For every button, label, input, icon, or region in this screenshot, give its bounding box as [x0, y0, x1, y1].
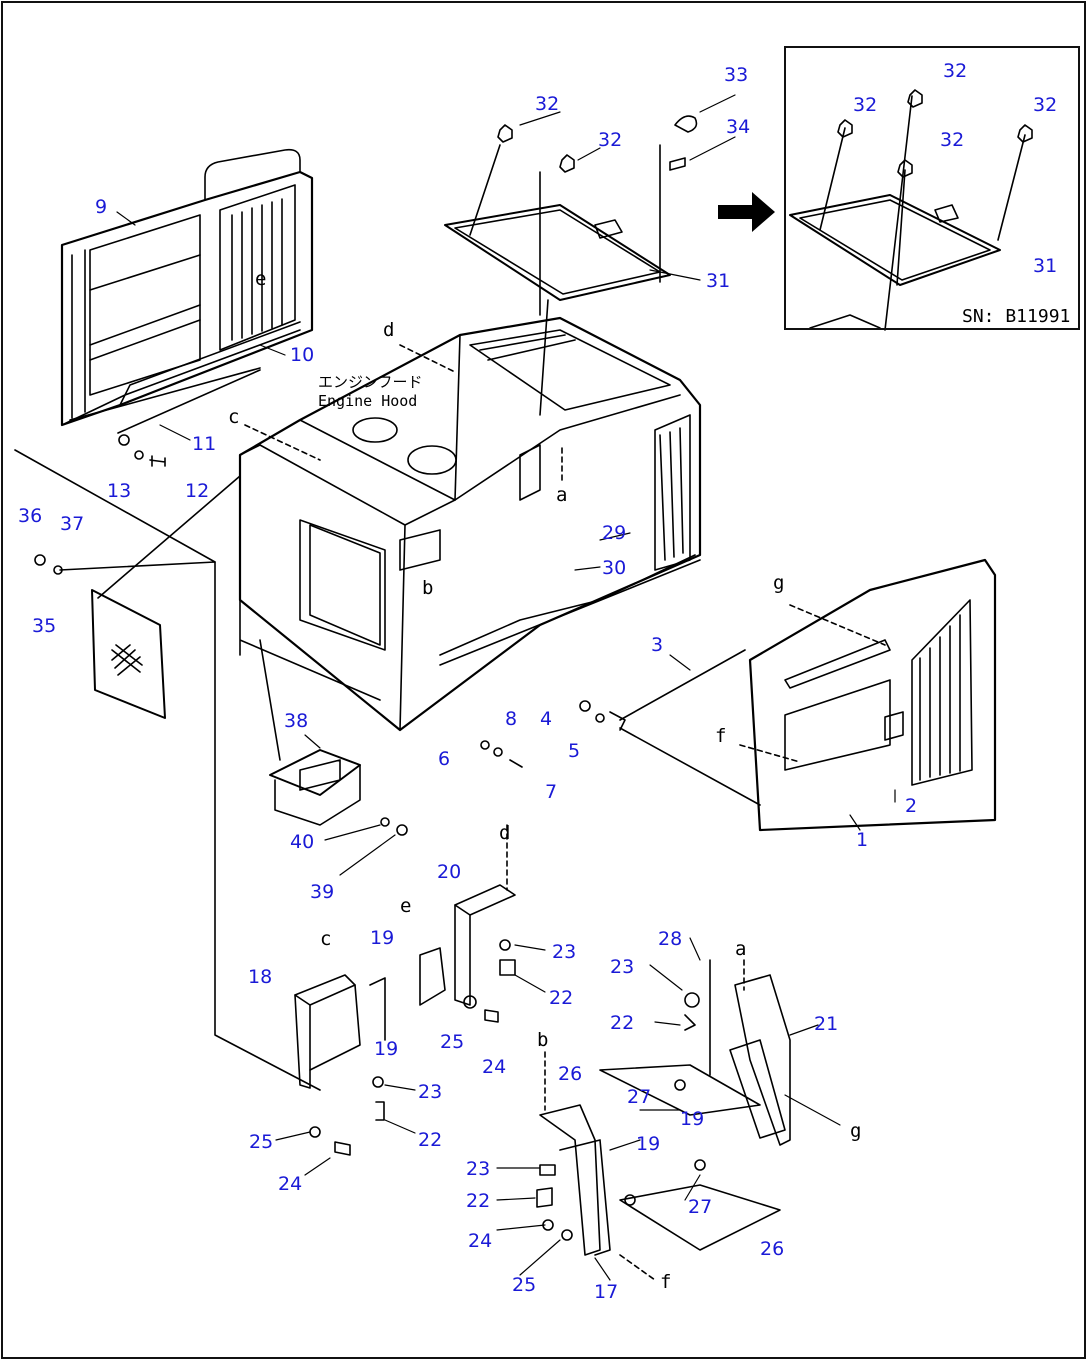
part-number-27: 27 [688, 1196, 713, 1218]
part-number-12: 12 [185, 480, 210, 502]
part-number-19: 19 [370, 927, 395, 949]
inset-part-number-32: 32 [853, 94, 878, 116]
inset-part-number-31: 31 [1033, 255, 1058, 277]
part-number-22: 22 [466, 1190, 491, 1212]
part-number-7: 7 [545, 781, 558, 803]
ref-letter-g: g [773, 572, 785, 594]
part-number-24: 24 [468, 1230, 493, 1252]
part-number-35: 35 [32, 615, 57, 637]
ref-letter-b: b [537, 1029, 549, 1051]
part-number-5: 5 [568, 740, 581, 762]
part-number-3: 3 [651, 634, 664, 656]
part-number-23: 23 [610, 956, 635, 978]
part-number-29: 29 [602, 522, 627, 544]
ref-letter-f: f [715, 725, 727, 747]
part-number-20: 20 [437, 861, 462, 883]
part-number-24: 24 [278, 1173, 303, 1195]
part-number-8: 8 [505, 708, 518, 730]
part-number-38: 38 [284, 710, 309, 732]
door-bolts [118, 434, 166, 467]
ref-letter-f: f [660, 1271, 672, 1293]
inset-part-number-32: 32 [1033, 94, 1058, 116]
ref-letter-e: e [400, 895, 412, 917]
part-number-25: 25 [440, 1031, 465, 1053]
part-number-26: 26 [558, 1063, 583, 1085]
ref-letter-d: d [383, 319, 395, 341]
ref-letter-e: e [255, 268, 267, 290]
inset-part-number-32: 32 [943, 60, 968, 82]
part-number-26: 26 [760, 1238, 785, 1260]
part-number-40: 40 [290, 831, 315, 853]
top-bolts [497, 115, 698, 173]
reference-leaders [244, 344, 886, 1281]
grille-panel [34, 554, 166, 719]
part-number-13: 13 [107, 480, 132, 502]
part-number-17: 17 [594, 1281, 619, 1303]
ref-letter-d: d [499, 822, 511, 844]
caption-english: Engine Hood [318, 392, 418, 410]
part-number-18: 18 [248, 966, 273, 988]
side-panel [748, 558, 997, 832]
ref-letter-b: b [422, 577, 434, 599]
part-number-9: 9 [95, 196, 108, 218]
part-number-28: 28 [658, 928, 683, 950]
arrow-right-icon [718, 192, 775, 232]
part-number-36: 36 [18, 505, 43, 527]
part-number-39: 39 [310, 881, 335, 903]
part-number-27: 27 [627, 1086, 652, 1108]
inset-part-number-32: 32 [940, 129, 965, 151]
part-number-30: 30 [602, 557, 627, 579]
part-number-19: 19 [636, 1133, 661, 1155]
part-number-22: 22 [549, 987, 574, 1009]
ref-letter-c: c [320, 928, 332, 950]
part-number-23: 23 [466, 1158, 491, 1180]
caption-japanese: エンジンフード [318, 373, 423, 391]
bracket-17 [536, 1064, 781, 1256]
part-number-6: 6 [438, 748, 451, 770]
rod-3 [619, 649, 746, 721]
lower-fasteners [309, 1076, 385, 1156]
part-number-32: 32 [535, 93, 560, 115]
part-number-23: 23 [418, 1081, 443, 1103]
part-number-2: 2 [905, 795, 918, 817]
part-number-32: 32 [598, 129, 623, 151]
ref-letter-a: a [556, 484, 568, 506]
part-number-22: 22 [418, 1129, 443, 1151]
part-number-22: 22 [610, 1012, 635, 1034]
part-number-33: 33 [724, 64, 749, 86]
part-number-37: 37 [60, 513, 85, 535]
part-number-24: 24 [482, 1056, 507, 1078]
small-fasteners [480, 700, 626, 768]
part-number-25: 25 [249, 1131, 274, 1153]
part-number-1: 1 [856, 829, 869, 851]
bracket-18 [294, 974, 386, 1089]
part-number-19: 19 [680, 1108, 705, 1130]
part-number-25: 25 [512, 1274, 537, 1296]
ref-letter-c: c [228, 406, 240, 428]
part-number-34: 34 [726, 116, 751, 138]
engine-hood-body [238, 316, 702, 732]
serial-number-label: SN: B11991 [962, 306, 1071, 327]
part-number-10: 10 [290, 344, 315, 366]
bracket-21 [684, 959, 791, 1146]
left-door-assembly [60, 148, 314, 427]
inset-detail [789, 89, 1033, 331]
bracket-20 [419, 884, 516, 1023]
part-number-4: 4 [540, 708, 553, 730]
part-number-21: 21 [814, 1013, 839, 1035]
top-cover-assembly [444, 144, 671, 416]
part-number-23: 23 [552, 941, 577, 963]
ref-letter-g: g [850, 1120, 862, 1142]
part-number-31: 31 [706, 270, 731, 292]
part-leaders [116, 94, 896, 1281]
inset-box [784, 46, 1080, 330]
bracket-38 [269, 749, 361, 826]
part-number-11: 11 [192, 433, 217, 455]
ref-letter-a: a [735, 938, 747, 960]
part-number-19: 19 [374, 1038, 399, 1060]
hinge-pin-line [117, 369, 261, 434]
